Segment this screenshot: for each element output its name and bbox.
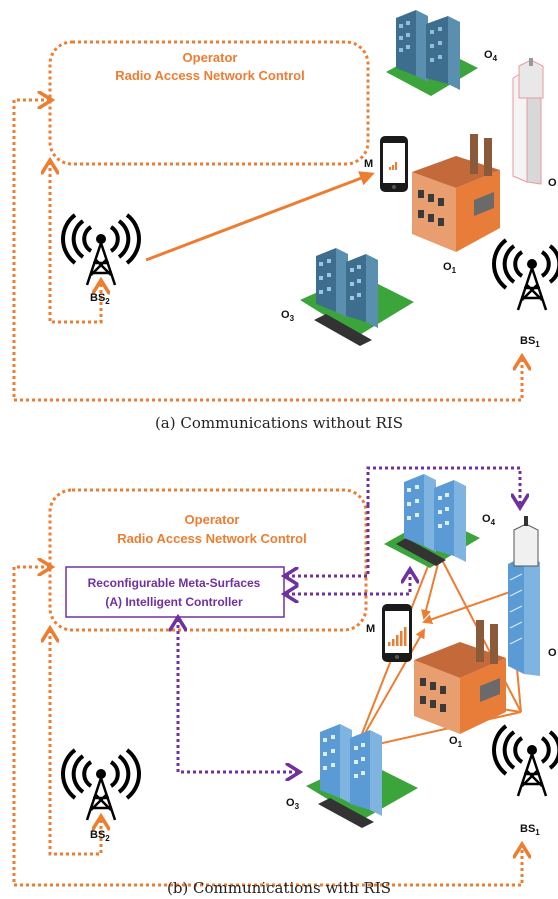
o2-ris-skyscraper-icon [508, 516, 540, 676]
o1-factory-icon [412, 134, 500, 252]
bs1-label-b: BS1 [520, 823, 540, 837]
m-label-b: M [366, 623, 375, 635]
bs1-tower-icon [492, 724, 558, 797]
ris-controller-title: Reconfigurable Meta-Surfaces [88, 576, 261, 590]
m-label-a: M [364, 158, 373, 170]
direct-link-bs2-m [145, 171, 375, 262]
mobile-phone-icon [382, 604, 412, 662]
o3-label-a: O3 [281, 309, 295, 323]
caption-b: (b) Communications with RIS [167, 879, 391, 897]
ris-controller-subtitle: (A) Intelligent Controller [105, 595, 243, 609]
o2-skyscraper-icon [512, 58, 544, 185]
o4-building-icon [386, 10, 478, 96]
o3-label-b: O3 [286, 797, 300, 811]
controller-title-b: Operator [185, 512, 240, 527]
o4-ris-building-icon [384, 474, 480, 568]
o2-label-a: O [548, 177, 557, 189]
ris-link-o4-o2 [366, 466, 520, 506]
bs2-tower-icon [61, 213, 141, 286]
ris-link-o3 [178, 619, 298, 772]
o4-label-a: O4 [484, 49, 498, 63]
caption-a: (a) Communications without RIS [155, 414, 403, 432]
control-link-bs2-b [50, 630, 101, 856]
o1-factory-icon [414, 620, 506, 734]
controller-subtitle-b: Radio Access Network Control [117, 531, 307, 546]
panel-a: Operator Radio Access Network Control BS… [12, 10, 558, 432]
bs1-label-a: BS1 [520, 335, 540, 349]
o3-ris-building-icon [306, 724, 418, 828]
controller-subtitle-a: Radio Access Network Control [115, 68, 305, 83]
bs2-tower-icon [61, 748, 141, 821]
bs2-label-a: BS2 [90, 292, 110, 306]
mobile-phone-icon [380, 136, 408, 192]
o1-label-b: O1 [449, 735, 463, 749]
control-link-left-b [12, 567, 522, 887]
ris-link-o2 [286, 571, 410, 594]
panel-b: Operator Radio Access Network Control Re… [12, 466, 558, 897]
o2-label-b: O [548, 647, 557, 659]
control-link-left-a [12, 100, 522, 402]
bs1-tower-icon [492, 238, 558, 311]
o3-building-icon [300, 248, 414, 346]
o4-label-b: O4 [482, 513, 496, 527]
ris-controller-box [65, 566, 285, 618]
o1-label-a: O1 [443, 261, 457, 275]
control-link-bs2-a [50, 162, 101, 324]
bs2-label-b: BS2 [90, 829, 110, 843]
controller-title-a: Operator [183, 50, 238, 65]
